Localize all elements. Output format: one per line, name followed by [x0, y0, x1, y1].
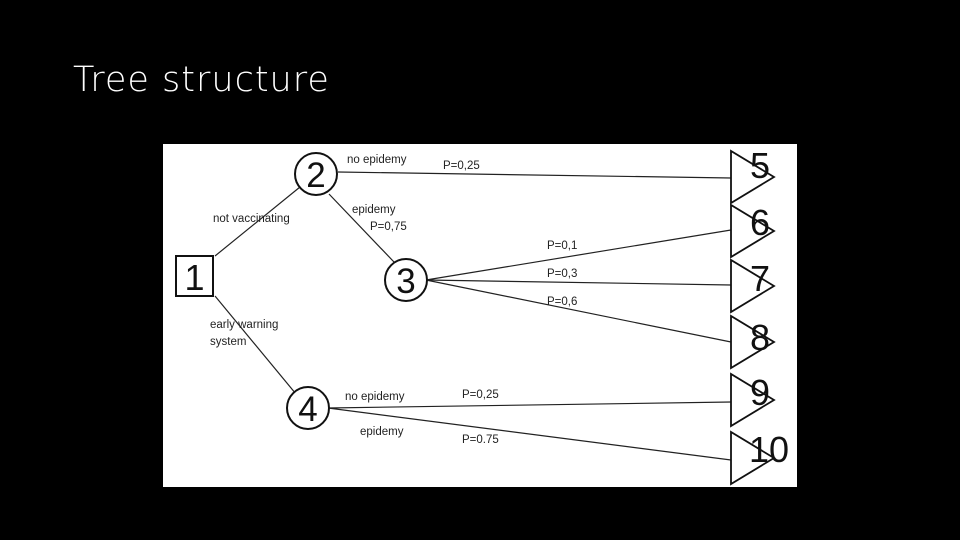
decision-tree-figure: 1 2 3 4 5 6 7 8 9 10 not vaccinating ear… — [163, 144, 797, 487]
edge-4-9 — [327, 401, 732, 409]
slide-title: Tree structure — [73, 60, 330, 100]
label-prob-no-epidemy-top: P=0,25 — [443, 160, 480, 172]
node-label-10: 10 — [749, 429, 789, 470]
label-epidemy-top: epidemy — [352, 204, 396, 216]
label-early-warning: early warning — [210, 319, 278, 331]
edge-1-4 — [214, 295, 297, 395]
decision-node-1 — [175, 255, 214, 297]
edge-4-10 — [327, 407, 732, 461]
label-prob-epidemy-bottom: P=0.75 — [462, 434, 499, 446]
node-label-6: 6 — [750, 202, 770, 243]
label-prob-to-6: P=0,1 — [547, 240, 577, 252]
label-early-warning-system: system — [210, 336, 246, 348]
label-prob-no-epidemy-bottom: P=0,25 — [462, 389, 499, 401]
terminal-node-10 — [730, 430, 776, 486]
chance-node-4 — [286, 386, 330, 430]
node-label-2: 2 — [306, 156, 325, 195]
node-label-4: 4 — [298, 390, 317, 429]
terminal-node-6 — [730, 203, 776, 259]
chance-node-2 — [294, 152, 338, 196]
label-prob-to-8: P=0,6 — [547, 296, 577, 308]
edge-2-3 — [328, 193, 395, 263]
label-prob-to-7: P=0,3 — [547, 268, 577, 280]
terminal-node-9 — [730, 372, 776, 428]
node-label-3: 3 — [396, 262, 415, 301]
chance-node-3 — [384, 258, 428, 302]
edge-3-7 — [425, 279, 732, 286]
label-no-epidemy-bottom: no epidemy — [345, 391, 405, 403]
label-epidemy-bottom: epidemy — [360, 426, 404, 438]
terminal-node-8 — [730, 314, 776, 370]
node-label-5: 5 — [750, 145, 770, 186]
edge-1-2 — [214, 186, 301, 257]
terminal-node-7 — [730, 258, 776, 314]
label-not-vaccinating: not vaccinating — [213, 213, 290, 225]
node-label-1: 1 — [184, 257, 204, 298]
node-label-8: 8 — [750, 317, 770, 358]
terminal-node-5 — [730, 149, 776, 205]
decision-tree-diagram: 1 2 3 4 5 6 7 8 9 10 not vaccinating ear… — [175, 145, 789, 486]
label-prob-epidemy-top: P=0,75 — [370, 221, 407, 233]
edge-2-5 — [337, 171, 732, 179]
node-label-9: 9 — [750, 372, 770, 413]
edge-3-8 — [425, 279, 732, 343]
node-label-7: 7 — [750, 258, 770, 299]
label-no-epidemy-top: no epidemy — [347, 154, 407, 166]
edge-3-6 — [425, 229, 732, 281]
